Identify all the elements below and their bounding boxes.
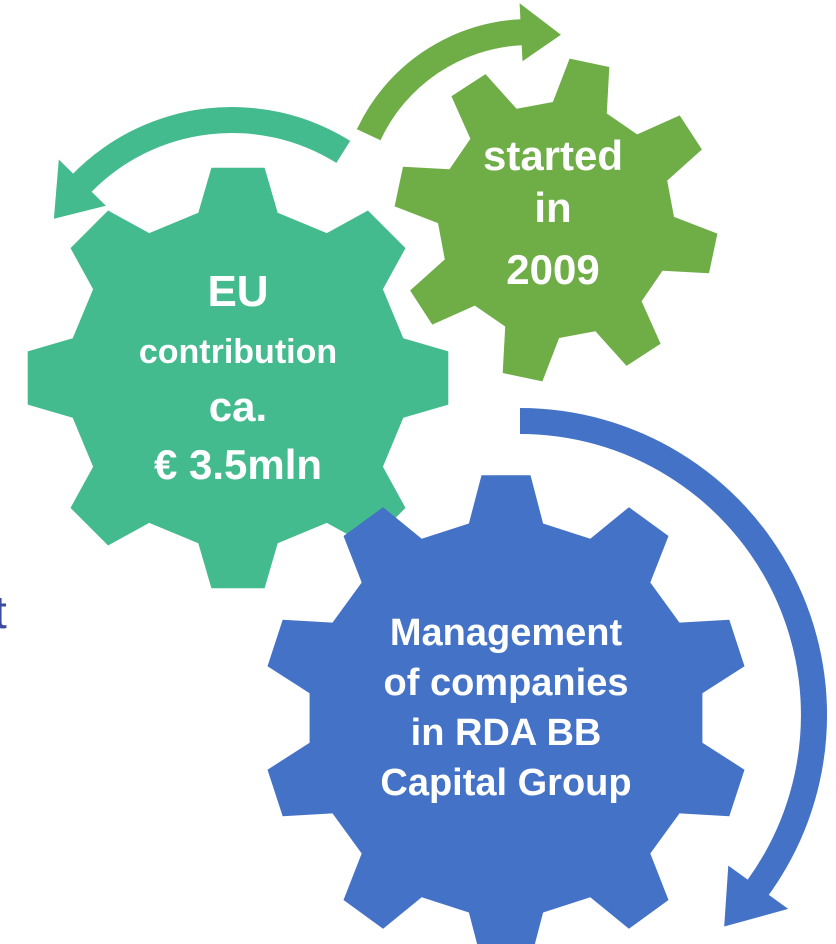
- management-line-4: Capital Group: [380, 762, 631, 804]
- curved-arrow-down-icon: [520, 408, 828, 927]
- management-line-3: in RDA BB: [411, 712, 602, 754]
- eu-line-1: EU: [207, 267, 268, 316]
- started-line-3: 2009: [506, 246, 599, 293]
- curved-arrow-right-icon: [356, 3, 561, 141]
- started-line-2: in: [534, 184, 571, 231]
- started-line-1: started: [483, 132, 623, 179]
- management-gear-label: Management of companies in RDA BB Capita…: [380, 612, 631, 804]
- eu-line-4: € 3.5mln: [154, 441, 322, 488]
- eu-line-2: contribution: [139, 333, 337, 371]
- curved-arrow-left-icon: [53, 107, 351, 219]
- cropped-edge-text: t: [0, 586, 7, 638]
- started-gear-label: started in 2009: [483, 132, 623, 293]
- eu-contribution-gear: [27, 167, 449, 589]
- management-line-2: of companies: [384, 662, 629, 704]
- management-line-1: Management: [390, 612, 623, 654]
- started-gear: [394, 58, 718, 382]
- eu-line-3: ca.: [209, 383, 267, 430]
- management-gear: [267, 475, 745, 944]
- eu-gear-label: EU contribution ca. € 3.5mln: [139, 267, 337, 488]
